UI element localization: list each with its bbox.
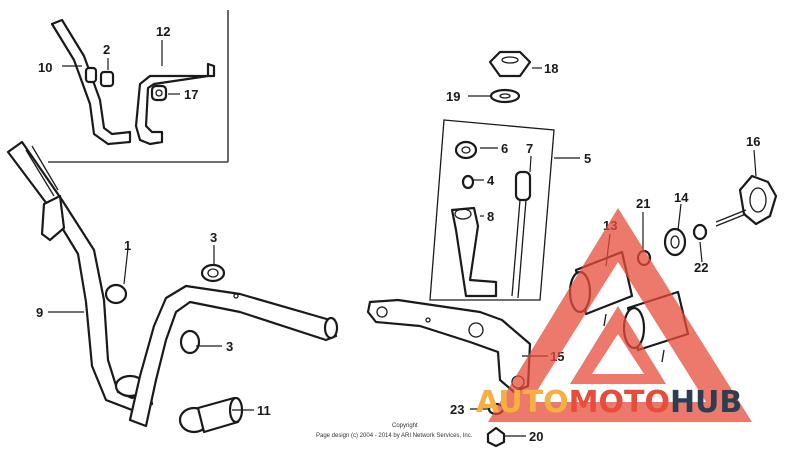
callout-12: 12 [156, 24, 170, 39]
washer-part-22 [692, 223, 708, 241]
callout-22: 22 [694, 260, 708, 275]
callout-21: 21 [636, 196, 650, 211]
copyright-line-1: Copyright [392, 423, 418, 429]
inset-handlebar-part-10 [50, 18, 132, 146]
callout-7: 7 [526, 141, 533, 156]
callout-10: 10 [38, 60, 52, 75]
nut-part-18 [488, 50, 532, 78]
nut-part-2 [99, 70, 115, 88]
callout-17: 17 [184, 87, 198, 102]
knob-bolt-part-16 [715, 174, 778, 227]
inset-rod-part-12 [134, 62, 216, 146]
callout-11: 11 [257, 403, 271, 418]
watermark-word-hub: HUB [670, 385, 742, 420]
inset-frame [48, 10, 229, 163]
watermark-word-auto: AUTO [476, 385, 569, 420]
nut-part-17 [150, 84, 168, 102]
watermark-text: AUTOMOTOHUB [476, 385, 742, 420]
watermark-inner-triangle [570, 306, 666, 384]
callout-6: 6 [501, 141, 508, 156]
watermark-triangle [488, 208, 752, 422]
callout-8: 8 [487, 209, 494, 224]
callout-3-lower: 3 [226, 339, 233, 354]
nut-part-20 [486, 426, 506, 448]
bulb-part-4 [461, 174, 475, 190]
callout-3-upper: 3 [210, 230, 217, 245]
callout-23: 23 [450, 402, 464, 417]
callout-1: 1 [124, 238, 131, 253]
grommet-part-3-upper [200, 263, 226, 283]
washer-part-19 [489, 88, 521, 104]
grommet-part-3-lower [179, 329, 201, 355]
stay-plate-part-15 [366, 298, 532, 394]
callout-18: 18 [544, 61, 558, 76]
handlebar-crossbar [128, 284, 339, 434]
holder-part-8 [450, 206, 498, 298]
main-handlebar-part-9 [6, 140, 154, 412]
copyright-line-2: Page design (c) 2004 - 2014 by ARI Netwo… [316, 433, 473, 439]
callout-9: 9 [36, 305, 43, 320]
socket-part-7 [511, 170, 532, 299]
grommet-part-6 [454, 140, 478, 160]
callout-19: 19 [446, 89, 460, 104]
watermark-logo [488, 208, 752, 422]
callout-4: 4 [487, 173, 495, 188]
callout-5: 5 [584, 151, 591, 166]
callout-16: 16 [746, 134, 760, 149]
watermark-word-moto: MOTO [569, 385, 670, 420]
callout-14: 14 [674, 190, 689, 205]
bracket-box-part-5 [429, 119, 555, 301]
callout-2: 2 [103, 42, 110, 57]
nut-part-14 [663, 227, 687, 257]
callout-20: 20 [529, 429, 543, 444]
